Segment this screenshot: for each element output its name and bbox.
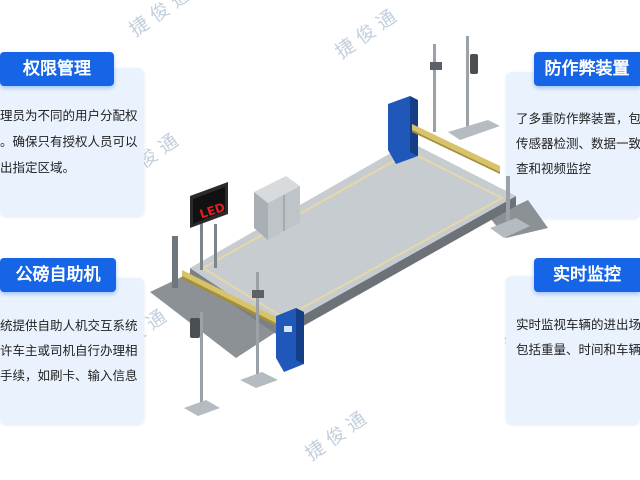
camera-icon [430, 62, 442, 70]
barrier-arm [412, 124, 500, 172]
card-text-line: 传感器检测、数据一致 [516, 136, 640, 151]
card-top-left [0, 68, 144, 216]
card-text-line: 理员为不同的用户分配权 [0, 108, 138, 123]
card-text-line: 许车主或司机自行办理相 [0, 343, 138, 358]
card-title-anti-cheat: 防作弊装置 [534, 52, 640, 86]
barrier-arm [182, 276, 278, 327]
camera-icon [252, 290, 264, 298]
pole-base [240, 372, 278, 388]
camera-pole [200, 312, 203, 408]
pole-base [490, 218, 530, 238]
gate-indicator [284, 326, 292, 332]
barrier-gate-side [296, 308, 304, 364]
pole-base [184, 400, 220, 416]
weighbridge-platform [190, 142, 516, 328]
camera-pole [466, 36, 469, 132]
traffic-light-icon [190, 318, 200, 338]
card-text-line: 实时监视车辆的进出场 [516, 317, 640, 332]
card-top-right [506, 72, 640, 218]
pole-base [448, 120, 500, 140]
control-cabinet [254, 176, 300, 203]
barrier-arm [412, 130, 500, 174]
platform-side [280, 196, 516, 338]
card-text-line: 出指定区域。 [0, 160, 76, 175]
entry-ramp [150, 272, 282, 358]
card-text-line: 了多重防作弊装置，包 [516, 111, 640, 126]
led-pole [200, 222, 203, 270]
card-title-realtime-monitoring: 实时监控 [534, 258, 640, 292]
card-text-line: 手续，如刷卡、输入信息 [0, 368, 138, 383]
led-pole [214, 224, 217, 268]
card-text-line: 。确保只有授权人员可以 [0, 134, 138, 149]
sensor-pole [506, 176, 510, 226]
camera-pole [256, 272, 259, 380]
traffic-light-icon [470, 54, 478, 74]
card-text-line: 包括重量、时间和车辆 [516, 342, 640, 357]
card-title-access-control: 权限管理 [0, 52, 114, 86]
card-bottom-left [0, 278, 144, 424]
card-text-line: 统提供自助人机交互系统 [0, 318, 138, 333]
sensor-pole [172, 236, 178, 288]
barrier-arm [182, 270, 278, 324]
control-cabinet [254, 192, 268, 240]
card-title-self-service-kiosk: 公磅自助机 [0, 258, 116, 292]
camera-pole [433, 44, 436, 132]
card-bottom-right [506, 276, 640, 424]
led-display-face [193, 187, 225, 224]
card-text-line: 查和视频监控 [516, 161, 592, 176]
